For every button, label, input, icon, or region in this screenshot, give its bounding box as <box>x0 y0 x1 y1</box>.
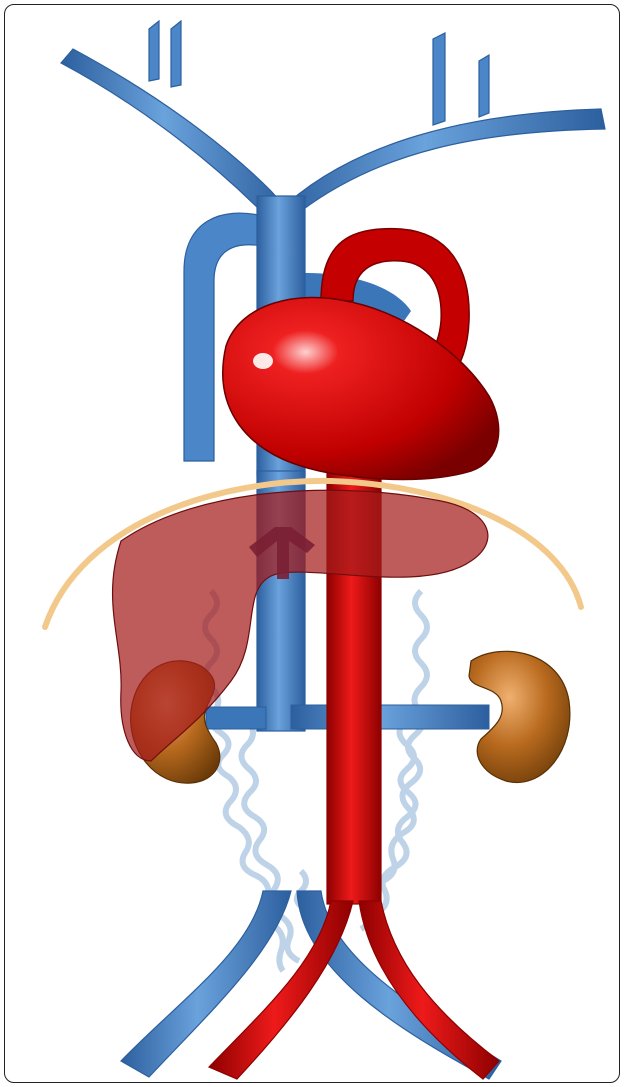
anatomy-diagram <box>5 5 619 1082</box>
brachiocephalic-veins <box>61 21 605 213</box>
figure-frame <box>4 4 620 1083</box>
